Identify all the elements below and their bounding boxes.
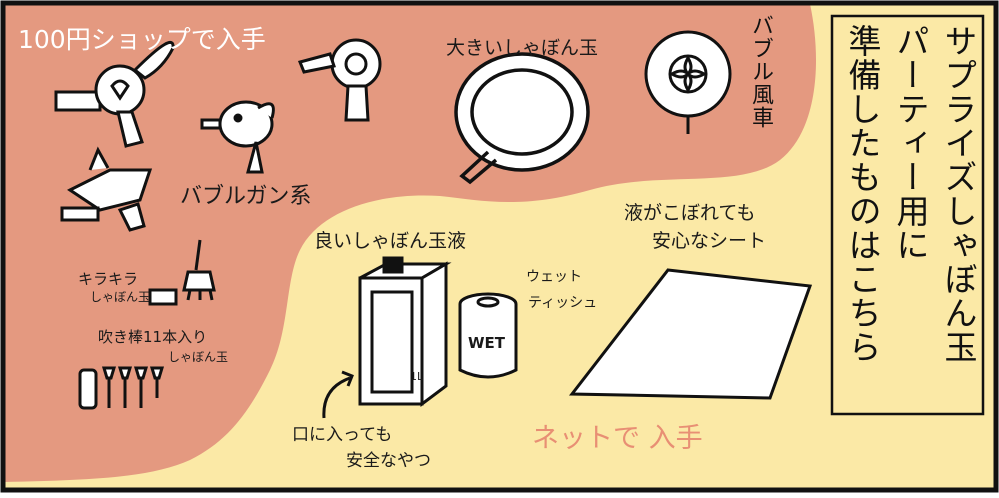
zone-label-100yen-shop: 100円ショップで入手 — [18, 25, 266, 54]
wet-label: WET — [468, 334, 506, 352]
label-blow-stick-2: しゃぼん玉 — [168, 350, 229, 364]
label-safe-1: 口に入っても — [292, 425, 393, 445]
label-bubble-pinwheel: バブル風車 — [748, 14, 773, 129]
label-wet-tissue-2: ティッシュ — [528, 295, 598, 311]
zone-label-online: ネットで 入手 — [532, 423, 703, 454]
label-wet-tissue-1: ウェット — [526, 269, 582, 285]
dryer-bubble-gun-icon — [297, 38, 382, 122]
title-line-2: パーティー用に — [891, 24, 930, 262]
label-sparkle-bubble-2: しゃぼん玉 — [90, 290, 151, 304]
label-safe-2: 安全なやつ — [346, 451, 431, 471]
bubble-pinwheel-icon — [644, 30, 732, 134]
arrow-icon — [322, 370, 354, 419]
cat-bubble-gun-icon — [60, 146, 153, 232]
label-bubble-gun: バブルガン系 — [180, 184, 312, 209]
bird-bubble-gun-icon — [200, 100, 275, 174]
carton-mark: 1L — [410, 370, 424, 383]
title-line-1: サプライズしゃぼん玉 — [939, 24, 978, 364]
wet-tissue-icon — [458, 292, 518, 379]
bubble-gun-icon — [54, 40, 175, 148]
blow-stick-icon — [78, 366, 165, 410]
label-good-bubble-liquid: 良いしゃぼん玉液 — [314, 230, 467, 252]
sheet-icon — [568, 268, 813, 400]
title-box — [830, 14, 985, 416]
sparkle-bubble-icon — [148, 239, 216, 306]
label-sheet-1: 液がこぼれても — [624, 202, 756, 224]
title-line-3: 準備したものはこちら — [843, 24, 882, 364]
label-blow-stick-1: 吹き棒11本入り — [98, 328, 208, 346]
label-big-bubble: 大きいしゃぼん玉 — [446, 37, 599, 59]
bubble-liquid-carton-icon — [358, 256, 452, 407]
big-bubble-wand-icon — [454, 52, 590, 185]
label-sparkle-bubble-1: キラキラ — [78, 270, 139, 288]
label-sheet-2: 安心なシート — [652, 230, 767, 252]
